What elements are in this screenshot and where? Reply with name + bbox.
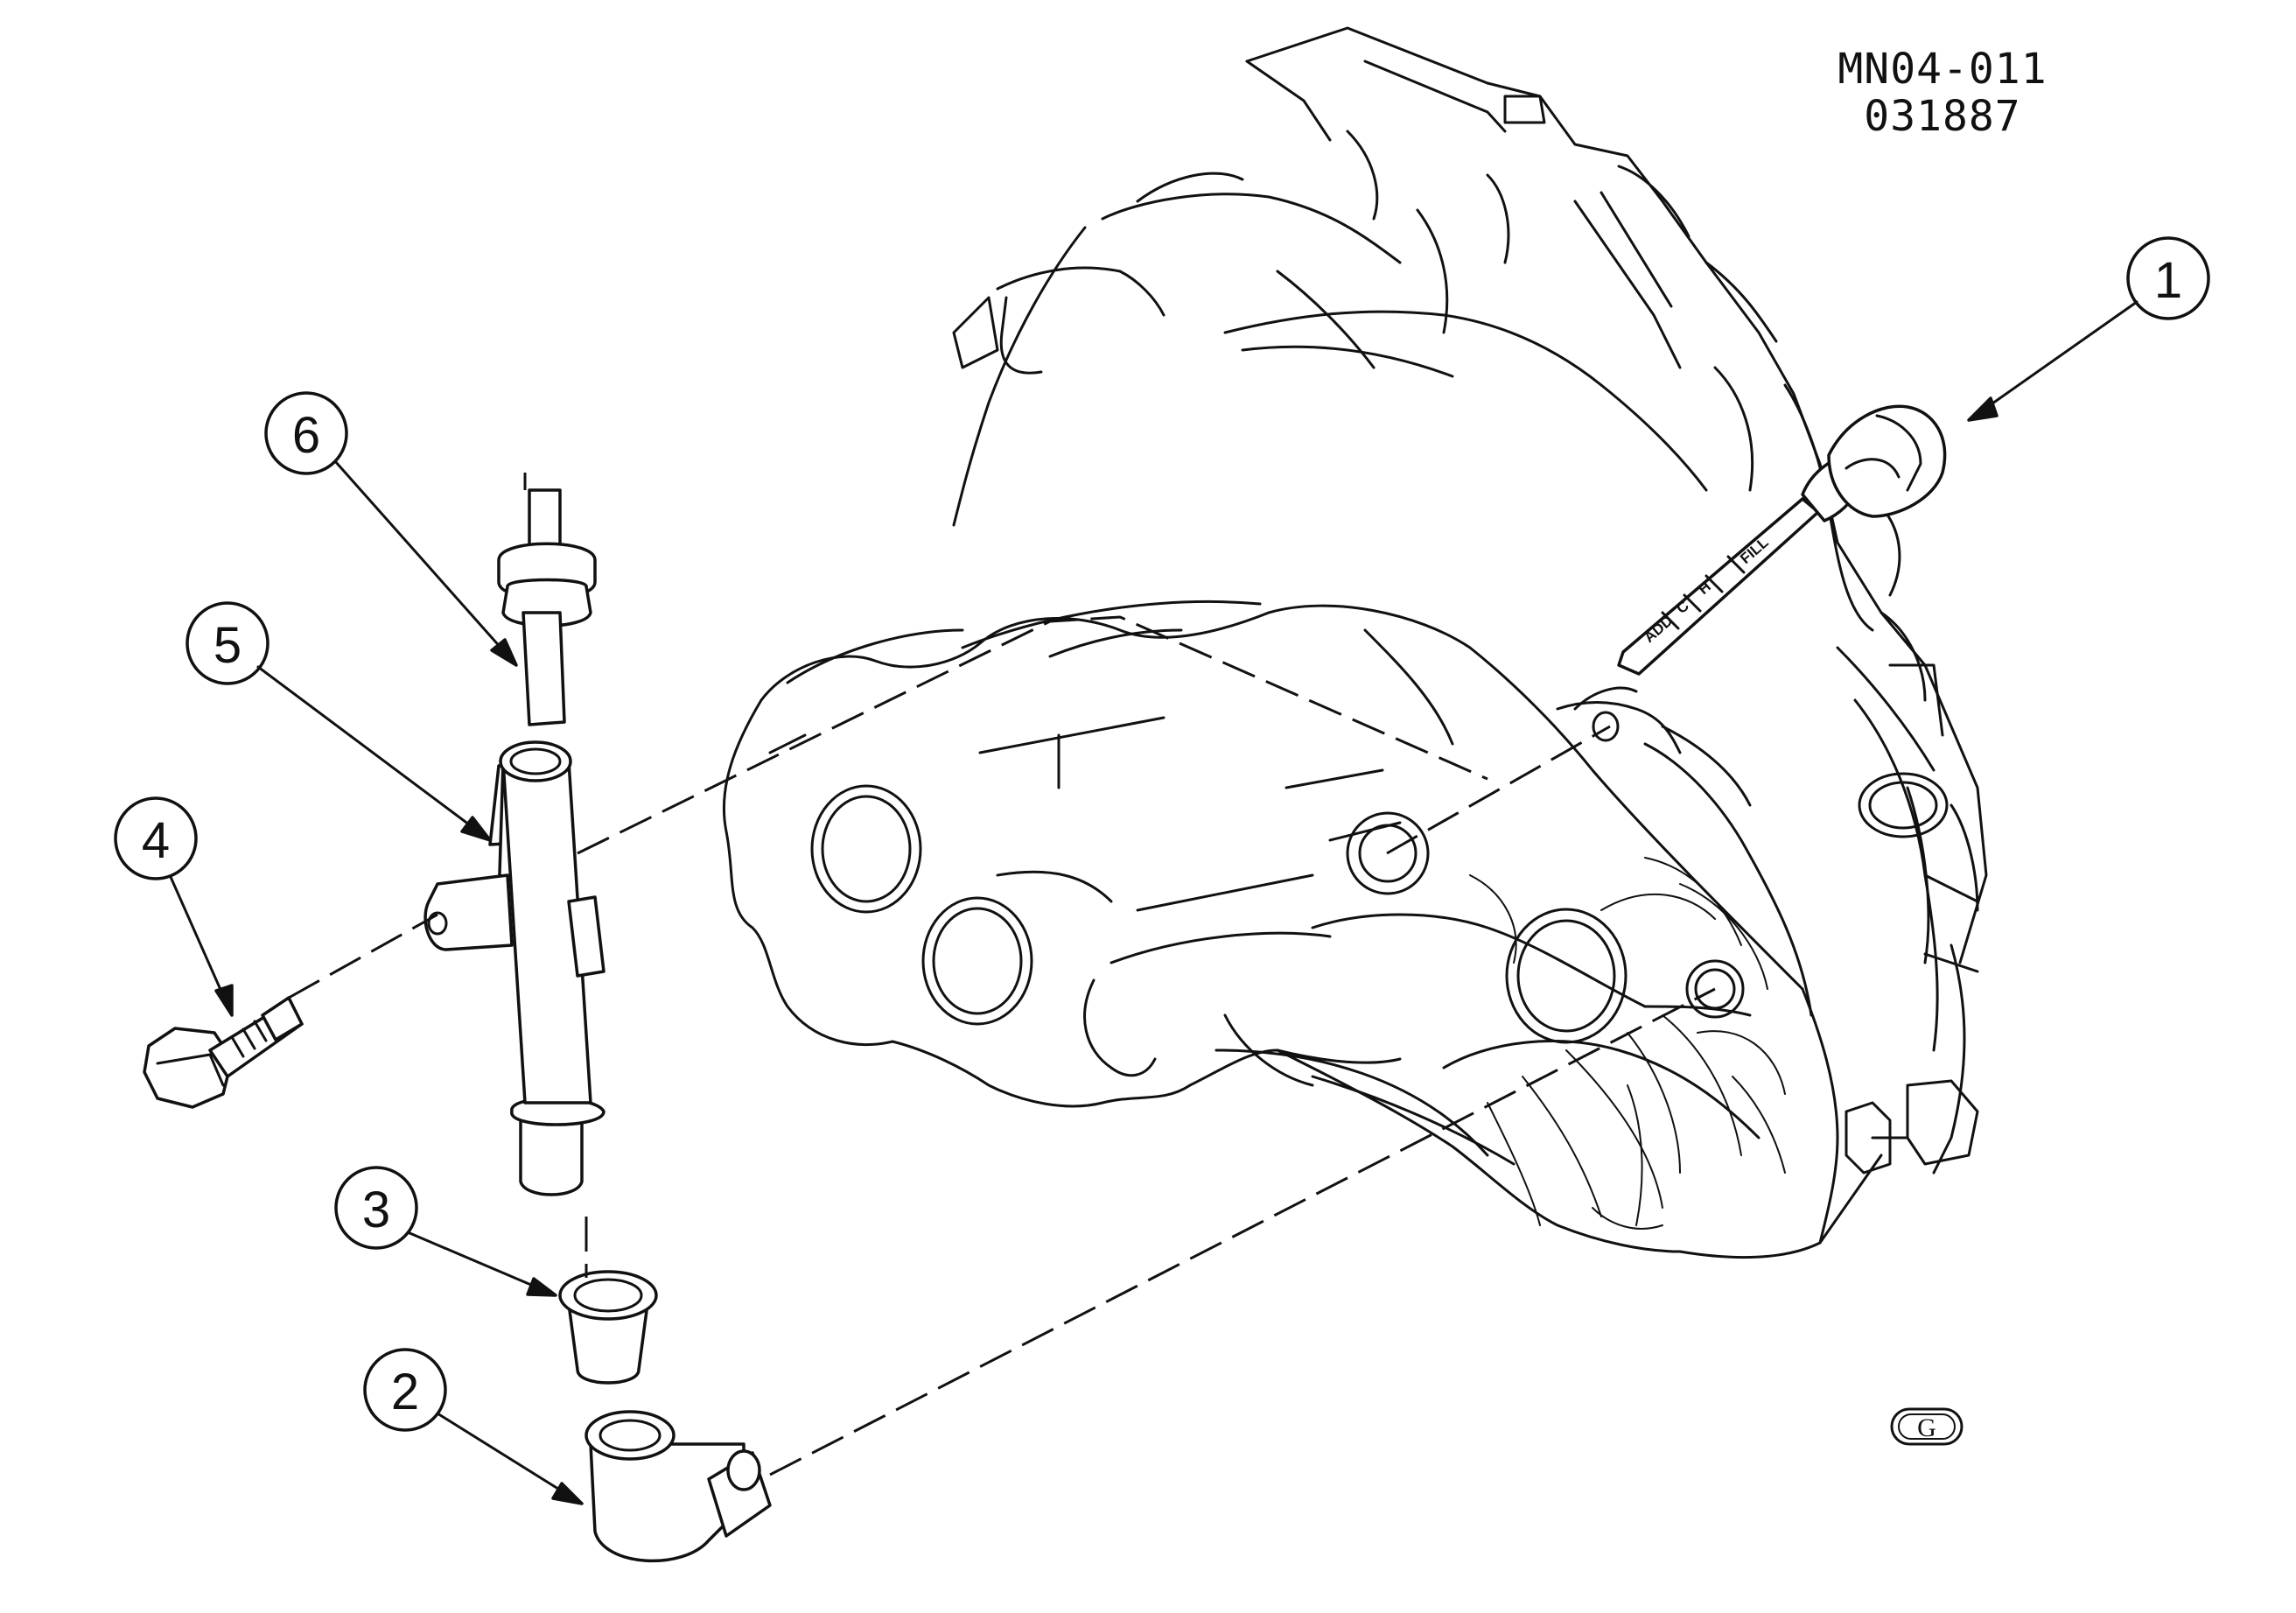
dipstick: ADD C H FILL [1617,404,1947,676]
transaxle-housing [722,26,1988,1259]
figure-date: 031887 [1864,92,2021,141]
fill-tube [424,740,606,1196]
figure-code: MN04-011 [1838,45,2048,94]
gm-logo: G [1890,1407,1964,1446]
assembly-lines [288,473,1716,1476]
callout-5: 5 [186,601,492,842]
callout-1-number: 1 [2154,252,2182,309]
logo-letter: G [1917,1413,1936,1442]
callout-4: 4 [114,796,234,1017]
figure-id-block: MN04-011 031887 [1785,46,2100,140]
callout-2: 2 [363,1348,584,1505]
bolt [143,996,304,1109]
callout-5-number: 5 [214,617,242,674]
vent-plug [497,488,597,726]
callout-6-number: 6 [292,407,320,464]
callout-6: 6 [264,391,518,667]
callout-2-number: 2 [391,1364,419,1420]
callout-3: 3 [334,1166,557,1297]
elbow-fitting [584,1410,772,1563]
callout-4-number: 4 [142,812,170,869]
callout-3-number: 3 [362,1182,390,1238]
callout-1: 1 [1967,236,2210,422]
seal [558,1270,658,1385]
